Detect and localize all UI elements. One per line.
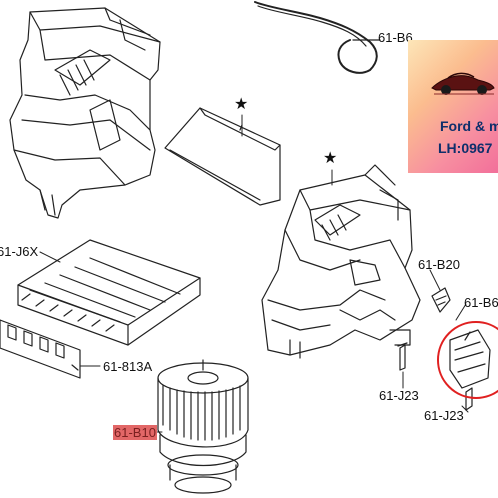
- part-label-bracket: 61-813A: [103, 359, 153, 374]
- blower-motor: [157, 359, 249, 494]
- ad-text-line-1: Ford & m: [440, 118, 498, 134]
- bracket-strip: [0, 319, 81, 379]
- cabin-air-filter: [17, 239, 201, 346]
- part-label-filter: 61-J6X: [0, 244, 39, 259]
- blower-motor-label-highlight: 61-B10: [113, 425, 157, 440]
- seal-strip: [254, 1, 381, 74]
- part-label-top-right: 61-B6: [378, 30, 413, 45]
- screw-center: [397, 342, 408, 371]
- ad-text-line-2: LH:0967: [438, 140, 493, 156]
- blend-door-actuator: [437, 321, 498, 399]
- screw-right: [465, 387, 473, 411]
- dealer-ad-banner[interactable]: Ford & m LH:0967: [408, 40, 498, 173]
- sports-car-logo-icon: [431, 72, 495, 95]
- part-label-actuator: 61-B6: [464, 295, 498, 310]
- star-marker-filter-cover: ★: [234, 94, 249, 113]
- heater-housing-upper: [9, 7, 161, 219]
- part-label-screw-center: 61-J23: [379, 388, 419, 403]
- highlight-circle: [437, 321, 498, 399]
- part-label-screw-right: 61-J23: [424, 408, 464, 423]
- part-label-blower-motor: 61-B10: [113, 425, 157, 440]
- blower-housing: [261, 164, 421, 359]
- leader-lines: [39, 114, 469, 433]
- filter-cover: [164, 107, 281, 206]
- blower-resistor: [431, 287, 451, 313]
- star-marker-housing: ★: [323, 148, 338, 167]
- part-label-resistor: 61-B20: [418, 257, 460, 272]
